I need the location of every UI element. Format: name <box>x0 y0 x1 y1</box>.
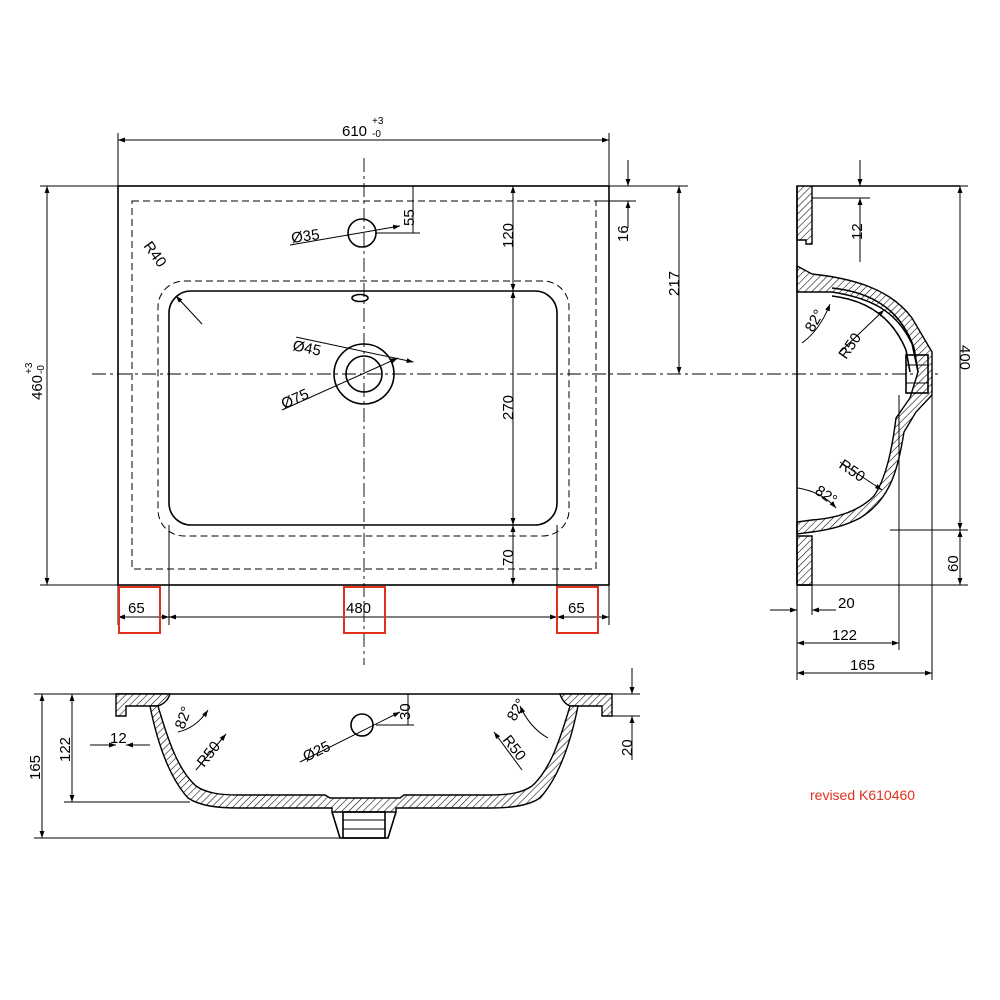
waste-75-label: Ø75 <box>279 386 312 413</box>
front-h165-label: 165 <box>27 755 44 780</box>
top-view: 610 +3 -0 460 +3 -0 55 Ø35 120 270 70 <box>24 116 940 665</box>
revision-note: revised K610460 <box>810 787 915 803</box>
depth-tol-plus: +3 <box>24 362 35 374</box>
overall-depth-label: 460 <box>29 375 46 400</box>
highlight-480 <box>343 586 386 634</box>
width-tol-minus: -0 <box>372 129 381 140</box>
side-d122-label: 122 <box>832 627 857 644</box>
bowl-front-label: 70 <box>500 549 517 566</box>
side-radius-bottom-label: R50 <box>836 456 868 485</box>
side-radius-top-label: R50 <box>835 330 865 362</box>
front-angle-right-label: 82° <box>504 696 530 724</box>
front-overflow-30-label: 30 <box>397 703 414 720</box>
center-217-label: 217 <box>666 271 683 296</box>
bowl-width-label: 480 <box>346 600 371 617</box>
overall-width-label: 610 <box>342 123 367 140</box>
tap-offset-label: 55 <box>401 209 418 226</box>
side-top-12-label: 12 <box>849 223 866 240</box>
side-front-60-label: 60 <box>945 555 962 572</box>
left-margin-label: 65 <box>128 600 145 617</box>
waste-45-label: Ø45 <box>291 337 322 360</box>
front-radius-left-label: R50 <box>194 738 224 770</box>
side-angle-top-label: 82° <box>802 307 828 335</box>
front-radius-right-label: R50 <box>499 732 529 764</box>
front-angle-left-label: 82° <box>172 704 196 731</box>
side-height-400-label: 400 <box>956 345 973 370</box>
highlight-right-65 <box>556 586 599 634</box>
bowl-depth-label: 270 <box>500 395 517 420</box>
front-h122-label: 122 <box>57 737 74 762</box>
bowl-radius-label: R40 <box>140 238 170 270</box>
side-angle-bottom-label: 82° <box>812 482 840 509</box>
front-view: 165 122 12 82° R50 Ø25 30 82° R50 <box>27 668 640 839</box>
tap-hole-dia-label: Ø35 <box>290 226 320 247</box>
rim-16-label: 16 <box>615 225 632 242</box>
depth-tol-minus: -0 <box>36 365 47 374</box>
front-overflow-dia-label: Ø25 <box>300 738 333 766</box>
tap-to-bowl-label: 120 <box>500 223 517 248</box>
front-d20-label: 20 <box>619 739 636 756</box>
width-tol-plus: +3 <box>372 116 384 127</box>
side-d165-label: 165 <box>850 657 875 674</box>
right-margin-label: 65 <box>568 600 585 617</box>
highlight-left-65 <box>118 586 161 634</box>
front-d12-label: 12 <box>110 730 127 747</box>
side-d20-label: 20 <box>838 595 855 612</box>
side-view: 12 400 60 82° R50 R50 82° 20 122 165 <box>770 160 973 680</box>
